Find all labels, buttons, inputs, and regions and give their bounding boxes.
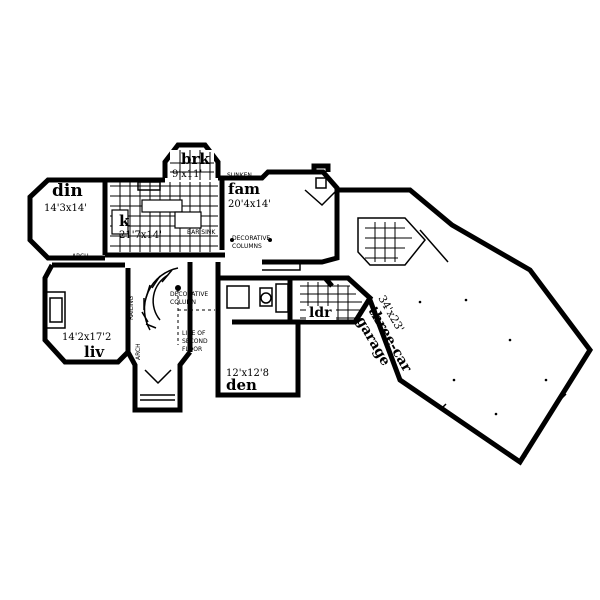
line-of-second-floor-2: SECOND [182,338,208,345]
sunken-note: SUNKEN [227,172,252,179]
brk-label: brk [181,150,210,168]
k-label: k [119,212,130,230]
fam-label: fam [228,180,260,198]
brk-size: 9'x11' [172,169,202,180]
decorative-column-note-1: DECORATIVE [170,291,208,298]
garage [338,187,594,466]
kitchen-tiles [110,150,218,252]
decorative-column-note-2: COLUMN [170,299,196,306]
main-walls [27,142,374,413]
din-label: din [52,181,83,201]
line-of-second-floor-3: FLOOR [182,346,202,353]
liv-size: 14'2x17'2 [62,332,111,343]
arch-note-side: ARCH [135,343,142,360]
decorative-columns-note-2: COLUMNS [232,243,262,250]
fam-size: 20'4x14' [228,199,271,210]
wall-details [137,181,301,271]
laundry-tiles [300,282,362,320]
din-size: 14'3x14' [44,203,87,214]
liv-label: liv [84,343,105,361]
decorative-columns-note-1: DECORATIVE [232,235,270,242]
railing-note: RAILING [128,296,135,320]
spiral-stair [141,267,215,345]
line-of-second-floor-1: LINE OF [182,330,206,337]
den-label: den [226,376,257,394]
den-size: 12'x12'8 [226,368,269,379]
ldr-label: ldr [309,305,332,321]
bar-sink-note: BAR SINK [187,229,216,236]
arch-note-top: ARCH [72,253,89,260]
k-size: 21'7x14' [119,230,162,241]
